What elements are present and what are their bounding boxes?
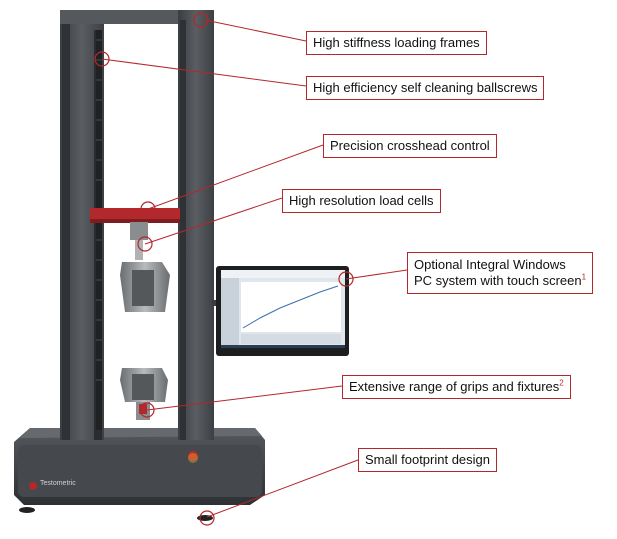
emergency-stop-button-icon [188, 451, 198, 461]
brand-logo-mark [29, 482, 37, 490]
callout-crosshead-control: Precision crosshead control [323, 134, 497, 158]
circle-marker-icon [137, 236, 153, 252]
callout-grips-fixtures: Extensive range of grips and fixtures2 [342, 375, 571, 399]
callout-text-line-2: PC system with touch screen [414, 273, 582, 288]
circle-marker-icon [140, 201, 156, 217]
circle-marker-icon [199, 510, 215, 526]
callout-high-stiffness-loading-frames: High stiffness loading frames [306, 31, 487, 55]
load-cell [130, 222, 148, 260]
callout-load-cells: High resolution load cells [282, 189, 441, 213]
ballscrew-left [96, 30, 102, 430]
circle-marker-icon [338, 271, 354, 287]
footnote-marker: 1 [581, 272, 587, 282]
callout-text: Small footprint design [365, 452, 491, 467]
machine-base [14, 428, 265, 521]
leader-lines [101, 19, 408, 518]
callout-ballscrews: High efficiency self cleaning ballscrews [306, 76, 545, 100]
circle-marker-icon [139, 402, 155, 418]
circle-marker-icon [193, 12, 209, 28]
top-crossbar [60, 10, 212, 24]
callout-markers [94, 12, 354, 526]
footnote-marker: 2 [559, 378, 564, 388]
lower-grip [120, 368, 168, 420]
callout-small-footprint: Small footprint design [358, 448, 498, 472]
circle-marker-icon [94, 51, 110, 67]
upper-grip [120, 262, 170, 312]
callout-pc-system: Optional Integral Windows PC system with… [407, 252, 594, 294]
right-column [178, 10, 214, 440]
callout-text: High efficiency self cleaning ballscrews [313, 80, 538, 95]
brand-logo-text: Testometric [40, 480, 76, 487]
touch-screen-monitor [216, 266, 349, 356]
callout-text: Precision crosshead control [330, 138, 490, 153]
callout-text: High stiffness loading frames [313, 35, 480, 50]
callout-text: Extensive range of grips and fixtures [349, 379, 560, 394]
crosshead [90, 208, 180, 223]
callout-text: High resolution load cells [289, 193, 434, 208]
callout-text-line-1: Optional Integral Windows [414, 257, 566, 272]
